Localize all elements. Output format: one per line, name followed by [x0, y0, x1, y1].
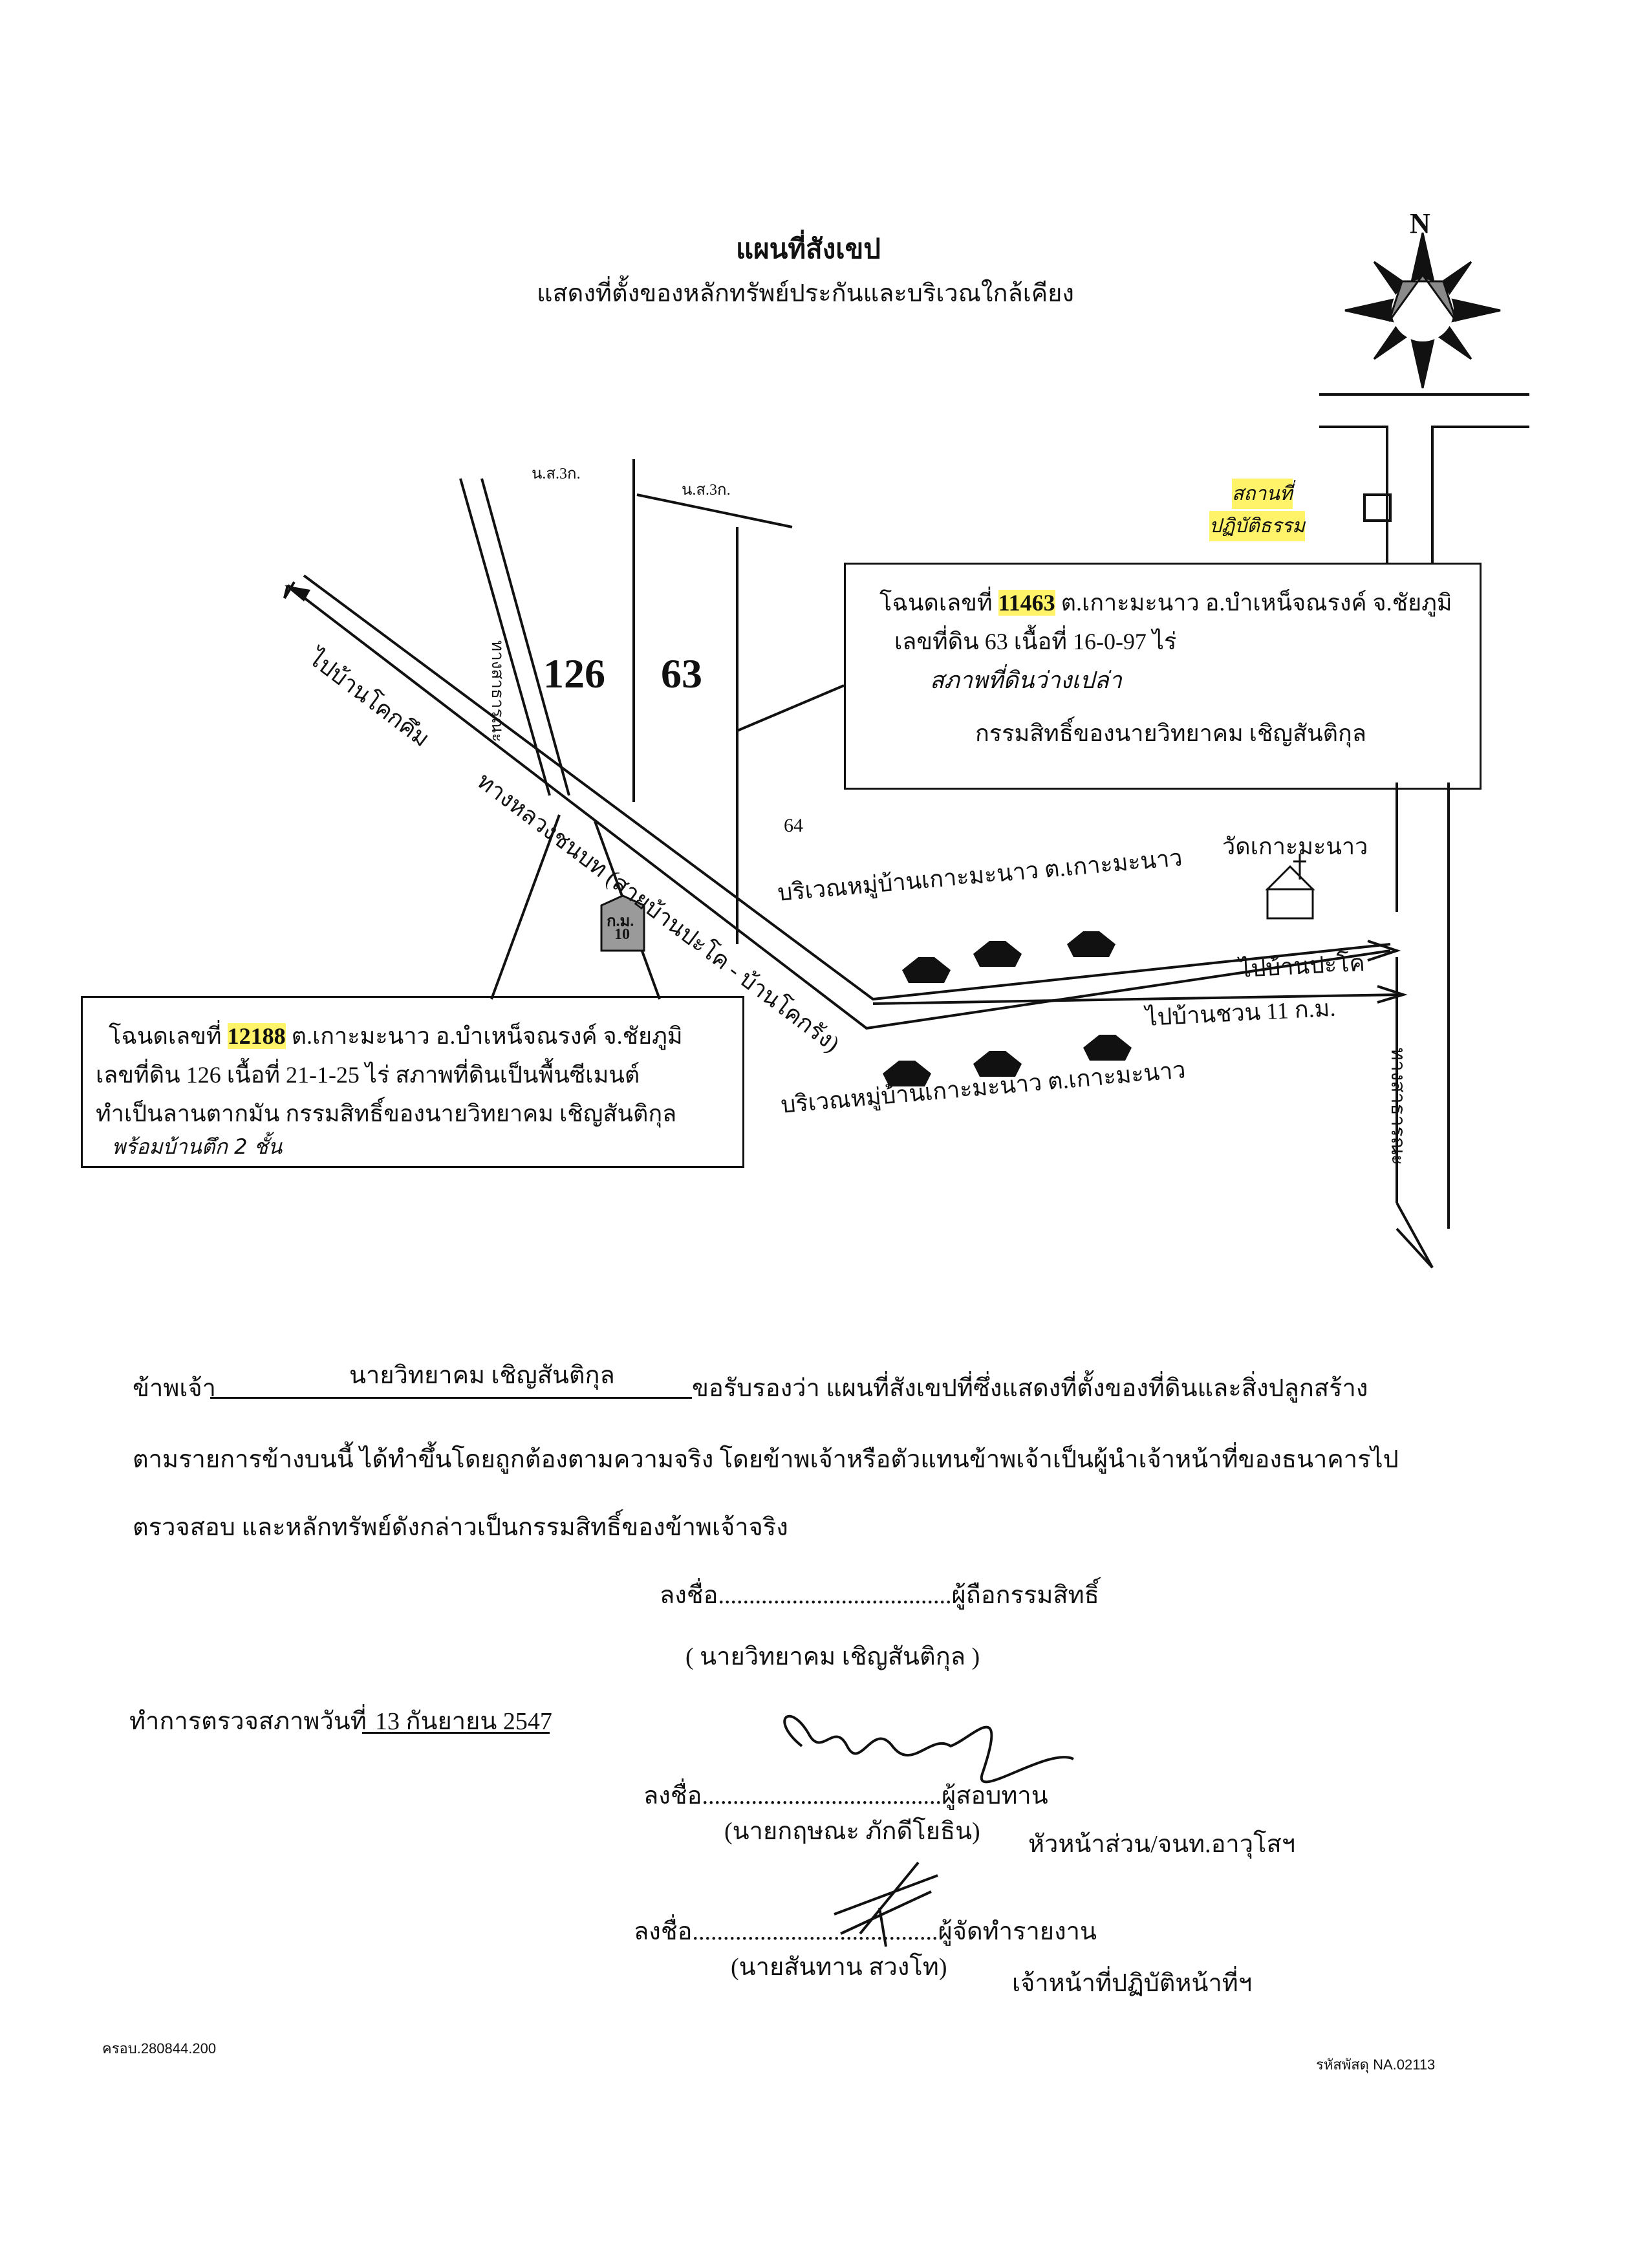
deed-126-line2: เลขที่ดิน 126 เนื้อที่ 21-1-25 ไร่ สภาพท…	[96, 1062, 640, 1088]
north-label: N	[1410, 208, 1430, 239]
deed-box-parcel-126: โฉนดเลขที่ 12188 ต.เกาะมะนาว อ.บำเหน็จณร…	[81, 996, 744, 1168]
km-marker-line2: 10	[614, 926, 630, 943]
house-icons-lower	[883, 1035, 1132, 1086]
certification-lead: ข้าพเจ้า	[133, 1375, 216, 1402]
km-marker-line1: ก.ม.	[607, 913, 634, 930]
deed-63-line2: เลขที่ดิน 63 เนื้อที่ 16-0-97 ไร่	[894, 629, 1177, 654]
deed-126-line1: โฉนดเลขที่ 12188 ต.เกาะมะนาว อ.บำเหน็จณร…	[109, 1023, 683, 1049]
deed-63-line3: สภาพที่ดินว่างเปล่า	[930, 667, 1122, 694]
arrow-left-icon	[285, 585, 310, 601]
signature-reporter	[834, 1861, 938, 1947]
ns3k-label-left: น.ส.3ก.	[532, 466, 581, 482]
certification-line3: ตรวจสอบ และหลักทรัพย์ดังกล่าวเป็นกรรมสิท…	[133, 1514, 788, 1541]
reporter-title: เจ้าหน้าที่ปฏิบัติหน้าที่ฯ	[1012, 1970, 1253, 1997]
road-label-to-pakho: ไปบ้านปะโค	[1238, 949, 1366, 982]
owner-signature-line: ลงชื่อ..................................…	[660, 1582, 1099, 1609]
document-title: แผนที่สังเขป	[736, 235, 881, 265]
certification-line2: ตามรายการข้างบนนี้ ได้ทำขึ้นโดยถูกต้องตา…	[133, 1446, 1399, 1473]
deed-126-line3: ทำเป็นลานตากมัน กรรมสิทธิ์ของนายวิทยาคม …	[96, 1101, 677, 1127]
compass-rose-icon	[1344, 232, 1501, 389]
deed-box-parcel-63: โฉนดเลขที่ 11463 ต.เกาะมะนาว อ.บำเหน็จณร…	[844, 563, 1482, 790]
inspection-date-label: ทำการตรวจสภาพวันที่	[129, 1708, 367, 1735]
parcel-126-label: 126	[543, 651, 605, 697]
temple-icon	[1265, 854, 1315, 920]
reporter-name: (นายสันทาน สวงโท)	[731, 1954, 947, 1981]
deed-63-line4: กรรมสิทธิ์ของนายวิทยาคม เชิญสันติกุล	[975, 720, 1366, 746]
road-lines	[283, 393, 1529, 1269]
owner-name: ( นายวิทยาคม เชิญสันติกุล )	[685, 1643, 980, 1670]
date-underline	[362, 1732, 550, 1734]
temple-label: วัดเกาะมะนาว	[1222, 834, 1368, 859]
inspection-date-value: 13 กันยายน 2547	[375, 1708, 552, 1735]
reporter-signature-line: ลงชื่อ..................................…	[634, 1918, 1097, 1945]
examiner-signature-line: ลงชื่อ..................................…	[643, 1782, 1048, 1809]
signature-examiner	[783, 1714, 1074, 1784]
handwritten-note-line2: ปฏิบัติธรรม	[1209, 511, 1306, 541]
document-subtitle: แสดงที่ตั้งของหลักทรัพย์ประกันและบริเวณใ…	[537, 280, 1074, 307]
examiner-title: หัวหน้าส่วน/จนท.อาวุโสฯ	[1028, 1831, 1296, 1858]
ns3k-label-right: น.ส.3ก.	[682, 482, 731, 499]
certification-owner-name: นายวิทยาคม เชิญสันติกุล	[349, 1362, 615, 1389]
form-code-left: ครอบ.280844.200	[102, 2040, 217, 2057]
km-marker-icon	[600, 894, 645, 952]
certification-line1: ขอรับรองว่า แผนที่สังเขปที่ซึ่งแสดงที่ตั…	[692, 1375, 1368, 1402]
name-underline	[210, 1397, 692, 1399]
public-road-label-right: ทางสาธารณะ	[1387, 1048, 1408, 1165]
parcel-63-label: 63	[661, 651, 702, 697]
examiner-name: (นายกฤษณะ ภักดีโยธิน)	[724, 1818, 980, 1845]
deed-63-line1: โฉนดเลขที่ 11463 ต.เกาะมะนาว อ.บำเหน็จณร…	[879, 590, 1452, 616]
public-road-label-left: ทางสาธารณะ	[488, 640, 507, 742]
form-code-right: รหัสพัสดุ NA.02113	[1316, 2057, 1436, 2073]
deed-126-line4: พร้อมบ้านตึก 2 ชั้น	[112, 1134, 283, 1159]
handwritten-note-line1: สถานที่	[1232, 479, 1293, 509]
house-icons-upper	[902, 931, 1116, 983]
parcel-64-label: 64	[784, 815, 803, 836]
